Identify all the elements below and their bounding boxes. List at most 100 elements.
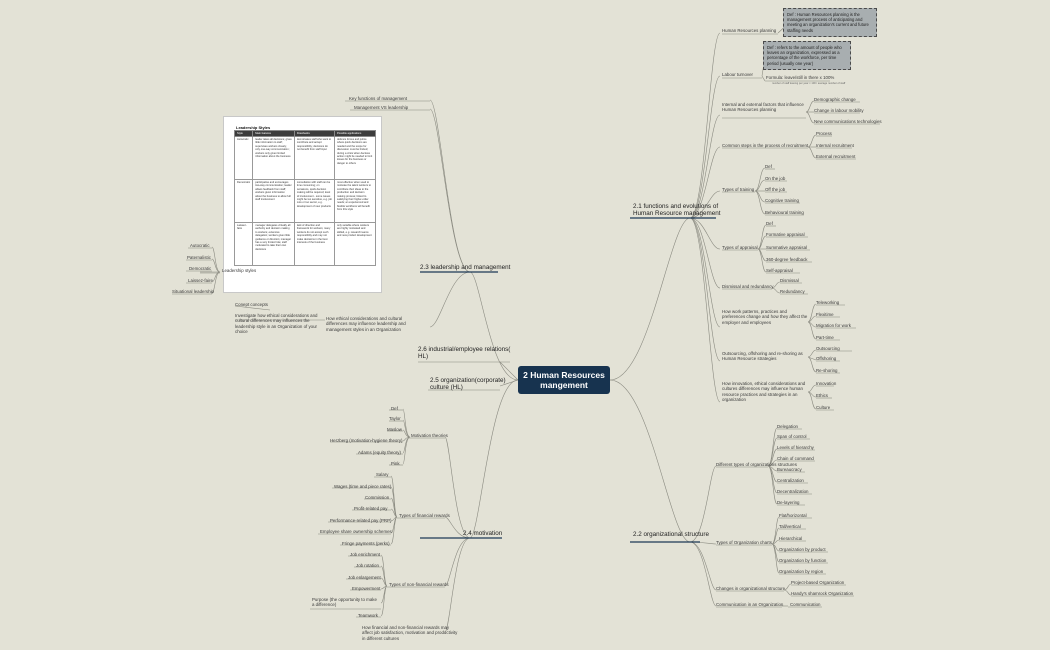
purpose[interactable]: Purpose (the opportunity to make a diffe…	[312, 597, 377, 608]
teleworking[interactable]: Teleworking	[816, 300, 840, 305]
job-enrichment[interactable]: Job enrichment	[350, 552, 381, 557]
levels-of-hierarchy[interactable]: Levels of hierarchy	[777, 445, 814, 450]
off-the-job[interactable]: Off the job	[765, 187, 786, 192]
reward-commission[interactable]: Commission	[365, 495, 390, 500]
reward-profit-related-pay[interactable]: Profit-related pay	[354, 506, 388, 511]
chain-of-command[interactable]: Chain of command	[777, 456, 814, 461]
theory-taylor[interactable]: Taylor	[389, 416, 401, 421]
style-situational[interactable]: Situational leadership	[172, 289, 214, 294]
how-financial-rewards-affect[interactable]: How financial and non-financial rewards …	[362, 625, 458, 641]
theory-herzberg[interactable]: Herzberg (motivation-hygiene theory)	[330, 438, 403, 443]
demographic-change[interactable]: Demographic change	[814, 97, 856, 102]
branch-2-6-industrial-relations[interactable]: 2.6 industrial/employee relations( HL)	[418, 346, 511, 361]
reward-performance-related-pay[interactable]: Performance-related pay (PRP)	[330, 518, 392, 523]
redundancy[interactable]: Redundancy	[780, 289, 805, 294]
external-recruitment[interactable]: External recruitment	[816, 154, 856, 159]
org-by-product[interactable]: Organization by product	[779, 547, 826, 552]
different-structure-types[interactable]: Different types of organizations structu…	[716, 462, 797, 467]
job-rotation[interactable]: Job rotation	[356, 563, 379, 568]
innovation[interactable]: Innovation	[816, 381, 837, 386]
work-patterns-question[interactable]: How work patterns, practices and prefere…	[722, 309, 808, 325]
how-ethical-considerations[interactable]: How ethical considerations and cultural …	[326, 316, 406, 332]
motivation-def[interactable]: Def	[391, 406, 398, 411]
theory-maslow[interactable]: Maslow	[387, 427, 402, 432]
offshoring[interactable]: Offshoring	[816, 356, 837, 361]
span-of-control[interactable]: Span of control	[777, 434, 807, 439]
communication-in-org[interactable]: Communication in an Organization	[716, 602, 784, 607]
outsourcing[interactable]: Outsourcing	[816, 346, 840, 351]
style-autocratic[interactable]: Autocratic	[190, 243, 210, 248]
branch-2-1-functions[interactable]: 2.1 functions and evolutions of Human Re…	[633, 203, 721, 218]
leadership-styles[interactable]: Leadership styles	[222, 268, 257, 273]
hr-planning[interactable]: Human Resources planning	[722, 28, 777, 33]
branch-2-3-leadership-management[interactable]: 2.3 leadership and management	[420, 264, 511, 271]
summative-appraisal[interactable]: Summative appraisal	[766, 245, 807, 250]
style-paternalistic[interactable]: Paternalistic	[187, 255, 211, 260]
dismissal[interactable]: Dismissal	[780, 278, 799, 283]
branch-2-4-motivation[interactable]: 2.4 motivation	[463, 530, 503, 537]
org-by-region[interactable]: Organization by region	[779, 569, 824, 574]
new-comm-tech[interactable]: New communications technologies	[814, 119, 882, 124]
dismissal-and-redundancy[interactable]: Dismissal and redundancy	[722, 284, 774, 289]
internal-external-factors[interactable]: Internal and external factors that influ…	[722, 102, 804, 113]
delegation[interactable]: Delegation	[777, 424, 798, 429]
empowerment[interactable]: Empowerment	[352, 586, 381, 591]
training-def[interactable]: Def	[765, 164, 772, 169]
ethics[interactable]: Ethics	[816, 393, 828, 398]
handys-shamrock-org[interactable]: Handy's shamrock Organization	[791, 591, 854, 596]
types-of-financial-rewards[interactable]: Types of financial rewards	[399, 513, 450, 518]
on-the-job[interactable]: On the job	[765, 176, 786, 181]
communication[interactable]: Communication	[790, 602, 821, 607]
self-appraisal[interactable]: Self-appraisal	[766, 268, 793, 273]
branch-2-5-organization-culture[interactable]: 2.5 organization(corporate) culture (HL)	[430, 377, 506, 392]
reward-wages[interactable]: Wages (time and piece rates)	[334, 484, 392, 489]
behavioural-training[interactable]: Behavioural training	[765, 210, 804, 215]
motivation-theories[interactable]: Motivation theories	[411, 433, 448, 438]
feedback-360[interactable]: 360-degree feedback	[766, 257, 808, 262]
project-based-org[interactable]: Project-based Organization	[791, 580, 845, 585]
part-time[interactable]: Part-time	[816, 335, 834, 340]
theory-pink[interactable]: Pink	[391, 461, 400, 466]
hr-planning-definition-note[interactable]: Def : Human Resources planning is the ma…	[783, 8, 877, 37]
types-of-org-charts[interactable]: Types of Organization charts	[716, 540, 772, 545]
types-of-non-financial-rewards[interactable]: Types of non-financial rewards	[389, 582, 449, 587]
reward-fringe-payments[interactable]: Fringe payments (perks)	[342, 541, 390, 546]
re-shoring[interactable]: Re-shoring	[816, 368, 838, 373]
job-enlargement[interactable]: Job enlargement	[348, 575, 381, 580]
flat-horizontal[interactable]: Flat/horizontal	[779, 513, 807, 518]
central-topic[interactable]: 2 Human Resources mangement	[518, 366, 610, 394]
migration-for-work[interactable]: Migration for work	[816, 323, 851, 328]
appraisal-def[interactable]: Def	[766, 221, 773, 226]
branch-2-2-organizational-structure[interactable]: 2.2 organizational structure	[633, 531, 709, 538]
management-vs-leadership[interactable]: Management VS leadership	[354, 105, 409, 110]
style-laissez-faire[interactable]: Laissez-faire	[188, 278, 213, 283]
hierarchical[interactable]: Hierarchical	[779, 536, 803, 541]
tall-vertical[interactable]: Tall/vertical	[779, 524, 801, 529]
labour-turnover-definition-note[interactable]: Def : refers to the amount of people who…	[763, 41, 851, 70]
reward-share-schemes[interactable]: Employee share ownership schemes	[320, 529, 392, 534]
reward-salary[interactable]: Salary	[376, 472, 389, 477]
flexitime[interactable]: Flexitime	[816, 312, 834, 317]
investigate-ethical-question[interactable]: Investigate how ethical considerations a…	[235, 313, 318, 335]
labour-turnover-formula[interactable]: Formula: leave/still in there x 100%	[766, 75, 835, 80]
style-democratic[interactable]: Democratic	[189, 266, 212, 271]
labour-turnover[interactable]: Labour turnover	[722, 72, 753, 77]
common-recruitment-steps[interactable]: Common steps in the process of recruitme…	[722, 143, 809, 148]
cognitive-training[interactable]: Cognitive training	[765, 198, 799, 203]
decentralization[interactable]: Decentralization	[777, 489, 809, 494]
labour-mobility[interactable]: Change in labour mobility	[814, 108, 864, 113]
types-of-appraisal[interactable]: Types of appraisal	[722, 245, 758, 250]
concepts-node[interactable]: Conept concepts	[235, 302, 268, 307]
de-layering[interactable]: De-layering	[777, 500, 800, 505]
outsourcing-question[interactable]: Outsourcing, offshoring and re-shoring a…	[722, 351, 803, 362]
centralization[interactable]: Centralization	[777, 478, 804, 483]
key-functions-of-management[interactable]: Key functions of management	[349, 96, 408, 101]
types-of-training[interactable]: Types of training	[722, 187, 755, 192]
culture[interactable]: Culture	[816, 405, 831, 410]
changes-in-structure[interactable]: Changes in organizational structure	[716, 586, 786, 591]
innovation-question[interactable]: How innovation, ethical considerations a…	[722, 381, 806, 403]
bureaucracy[interactable]: Bureaucracy	[777, 467, 802, 472]
internal-recruitment[interactable]: Internal recruitment	[816, 143, 854, 148]
formative-appraisal[interactable]: Formative appraisal	[766, 232, 805, 237]
teamwork[interactable]: Teamwork	[358, 613, 379, 618]
